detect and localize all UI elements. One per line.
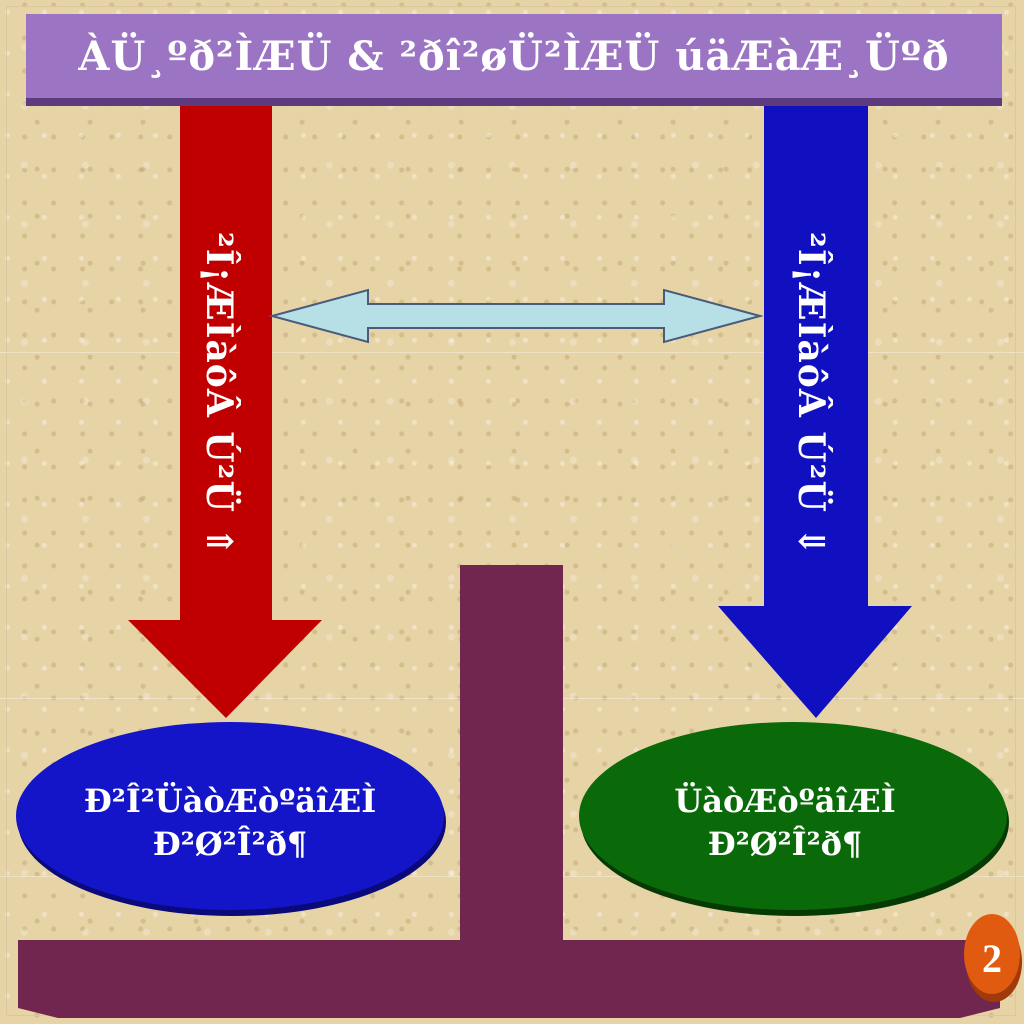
center-pillar	[460, 565, 563, 945]
page-number: 2	[982, 935, 1002, 981]
left-ellipse-line1: Ð²Î²ÜàòÆòºäîÆÌ	[83, 782, 377, 820]
title-text: ÀÜ¸ºð²ÌÆÜ & ²ðî²øÜ²ÌÆÜ úäÆàÆ¸Üºð	[78, 32, 950, 80]
right-ellipse-label: ÜàòÆòºäîÆÌ Ð²Ø²Î²ð¶	[610, 780, 960, 866]
right-arrow-label: ²Î¡ÆÌàôÂ Ú²Ü ⇓	[790, 232, 832, 558]
base-platform	[18, 940, 1000, 1018]
left-ellipse-line2: Ð²Ø²Î²ð¶	[152, 825, 308, 864]
right-ellipse-line1: ÜàòÆòºäîÆÌ	[674, 782, 896, 820]
left-ellipse	[16, 722, 444, 910]
right-ellipse	[579, 722, 1007, 910]
right-ellipse-line2: Ð²Ø²Î²ð¶	[707, 825, 863, 864]
right-down-arrow	[718, 103, 912, 718]
left-down-arrow	[128, 103, 322, 718]
double-headed-arrow	[268, 288, 764, 344]
left-ellipse-label: Ð²Î²ÜàòÆòºäîÆÌ Ð²Ø²Î²ð¶	[60, 780, 400, 866]
divider-line	[0, 352, 1024, 353]
left-arrow-label: ²Î¡ÆÌàôÂ Ú²Ü ⇑	[198, 232, 240, 558]
title-bar: ÀÜ¸ºð²ÌÆÜ & ²ðî²øÜ²ÌÆÜ úäÆàÆ¸Üºð	[26, 14, 1002, 98]
page-badge-circle	[964, 914, 1020, 994]
